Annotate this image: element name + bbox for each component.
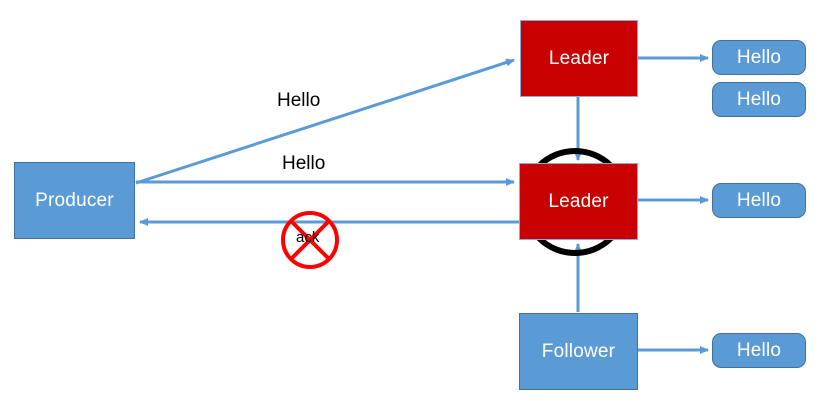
- edge-label-hello-middle: Hello: [282, 153, 326, 174]
- node-hello-4[interactable]: Hello: [712, 333, 806, 368]
- node-hello-3-label: Hello: [736, 189, 782, 211]
- node-follower-label: Follower: [541, 340, 616, 362]
- node-hello-2-label: Hello: [736, 88, 782, 110]
- node-producer[interactable]: Producer: [14, 162, 135, 239]
- node-hello-1-label: Hello: [736, 46, 782, 68]
- node-hello-4-label: Hello: [736, 339, 782, 361]
- node-follower[interactable]: Follower: [519, 313, 638, 390]
- node-hello-2[interactable]: Hello: [712, 82, 806, 117]
- node-hello-1[interactable]: Hello: [712, 40, 806, 75]
- ack-blocked-icon: [281, 211, 339, 269]
- edge-producer-to-leader-top: [135, 58, 515, 185]
- node-leader-top[interactable]: Leader: [520, 20, 638, 97]
- edge-label-ack: ack: [296, 229, 320, 246]
- edge-label-hello-top: Hello: [277, 90, 321, 111]
- node-leader-dead-label: Leader: [548, 190, 609, 212]
- node-producer-label: Producer: [35, 189, 114, 211]
- node-hello-3[interactable]: Hello: [712, 183, 806, 218]
- node-leader-dead[interactable]: Leader: [519, 163, 638, 240]
- node-leader-top-label: Leader: [548, 47, 610, 69]
